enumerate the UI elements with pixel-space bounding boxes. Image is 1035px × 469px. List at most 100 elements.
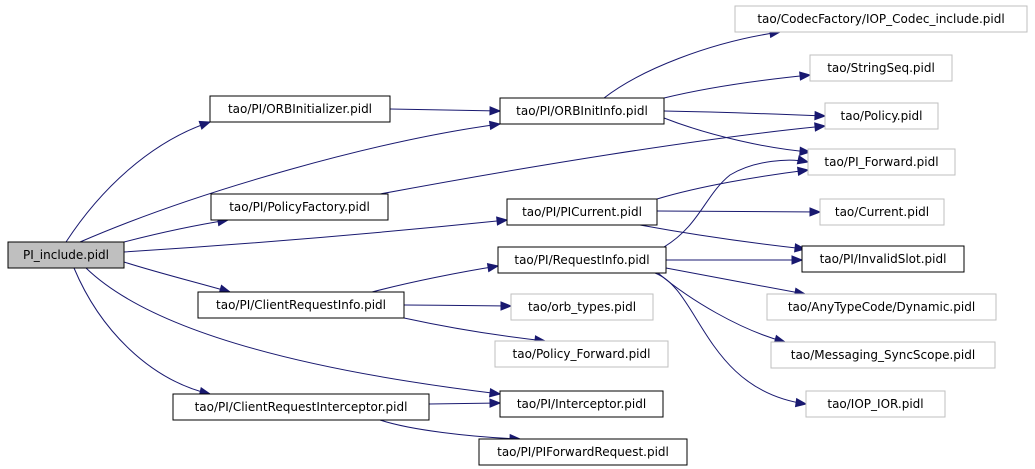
node-box bbox=[734, 5, 1028, 33]
edge-orbinitinfo-to-stringseq bbox=[663, 74, 811, 99]
node-orbinitinfo[interactable]: tao/PI/ORBInitInfo.pidl bbox=[499, 97, 665, 125]
node-label: tao/Current.pidl bbox=[835, 205, 929, 219]
node-box bbox=[494, 340, 669, 368]
arrowhead bbox=[489, 388, 502, 398]
arrowhead bbox=[496, 216, 509, 226]
node-label: tao/PI/ClientRequestInfo.pidl bbox=[216, 298, 386, 312]
node-box bbox=[209, 95, 391, 123]
node-box bbox=[824, 102, 939, 130]
node-label: tao/Policy_Forward.pidl bbox=[513, 347, 651, 361]
node-label: tao/PI/RequestInfo.pidl bbox=[514, 253, 649, 267]
arrowhead bbox=[809, 207, 822, 217]
node-invalidslot[interactable]: tao/PI/InvalidSlot.pidl bbox=[801, 245, 965, 273]
arrowhead bbox=[796, 155, 810, 165]
edge-clientrequestinterceptor-to-piforwardrequest bbox=[379, 419, 521, 440]
node-picurrent[interactable]: tao/PI/PICurrent.pidl bbox=[506, 198, 658, 226]
node-box bbox=[809, 54, 953, 82]
edge-picurrent-to-pi_forward bbox=[656, 169, 809, 200]
arrowhead bbox=[486, 262, 500, 273]
node-iop-codec-include: tao/CodecFactory/IOP_Codec_include.pidl bbox=[734, 5, 1028, 33]
arrowhead bbox=[488, 120, 502, 131]
node-current: tao/Current.pidl bbox=[819, 198, 945, 226]
node-label: tao/Policy.pidl bbox=[841, 109, 923, 123]
node-label: tao/CodecFactory/IOP_Codec_include.pidl bbox=[757, 12, 1004, 26]
node-box bbox=[801, 245, 965, 273]
edge-pi_include-to-orbinitinfo bbox=[79, 123, 501, 243]
node-policyfactory[interactable]: tao/PI/PolicyFactory.pidl bbox=[210, 193, 389, 221]
arrowhead bbox=[500, 301, 513, 311]
nodes-layer: PI_include.pidl tao/PI/ORBInitializer.pi… bbox=[7, 5, 1028, 466]
node-box bbox=[510, 293, 654, 321]
node-label: tao/PI/PICurrent.pidl bbox=[522, 205, 642, 219]
arrowhead bbox=[489, 398, 502, 408]
arrowhead bbox=[814, 110, 827, 121]
arrowhead bbox=[794, 243, 807, 253]
node-label: tao/Messaging_SyncScope.pidl bbox=[791, 348, 975, 362]
node-box bbox=[770, 341, 996, 369]
node-label: tao/PI/InvalidSlot.pidl bbox=[820, 252, 947, 266]
node-box bbox=[172, 393, 430, 421]
node-stringseq: tao/StringSeq.pidl bbox=[809, 54, 953, 82]
node-label: tao/PI/ORBInitInfo.pidl bbox=[516, 104, 648, 118]
node-clientrequestinfo[interactable]: tao/PI/ClientRequestInfo.pidl bbox=[197, 291, 405, 319]
node-orbinitializer[interactable]: tao/PI/ORBInitializer.pidl bbox=[209, 95, 391, 123]
edge-requestinfo-to-anytypecode bbox=[665, 267, 806, 295]
node-box bbox=[499, 97, 665, 125]
node-orb-types: tao/orb_types.pidl bbox=[510, 293, 654, 321]
node-piforwardrequest[interactable]: tao/PI/PIForwardRequest.pidl bbox=[478, 438, 688, 466]
arrowhead bbox=[489, 106, 502, 116]
edge-policyfactory-to-policy bbox=[379, 125, 826, 195]
node-pi-forward: tao/PI_Forward.pidl bbox=[807, 148, 956, 176]
node-label: tao/PI/PolicyFactory.pidl bbox=[229, 200, 370, 214]
edge-requestinfo-to-pi_forward bbox=[663, 159, 809, 248]
arrowhead bbox=[198, 120, 212, 130]
node-messaging-syncscope: tao/Messaging_SyncScope.pidl bbox=[770, 341, 996, 369]
edge-orbinitinfo-to-policy bbox=[663, 110, 826, 117]
node-iop-ior: tao/IOP_IOR.pidl bbox=[805, 390, 946, 418]
edge-orbinitinfo-to-iop_codec bbox=[603, 31, 781, 99]
node-box bbox=[478, 438, 688, 466]
arrowhead bbox=[799, 71, 812, 81]
edge-orbinitinfo-to-pi_forward bbox=[663, 117, 811, 153]
edge-pi_include-to-policyfactory bbox=[123, 219, 229, 243]
edge-pi_include-to-interceptor bbox=[85, 267, 501, 395]
node-label: tao/IOP_IOR.pidl bbox=[827, 397, 923, 411]
node-box bbox=[819, 198, 945, 226]
node-pi-include[interactable]: PI_include.pidl bbox=[7, 241, 125, 269]
node-box bbox=[197, 291, 405, 319]
node-box bbox=[7, 241, 125, 269]
arrowhead bbox=[796, 166, 810, 177]
node-interceptor[interactable]: tao/PI/Interceptor.pidl bbox=[499, 390, 664, 418]
node-label: tao/StringSeq.pidl bbox=[827, 61, 935, 75]
arrowhead bbox=[799, 146, 812, 156]
node-label: tao/PI/ORBInitializer.pidl bbox=[228, 102, 372, 116]
node-label: tao/orb_types.pidl bbox=[528, 300, 636, 314]
node-box bbox=[210, 193, 389, 221]
node-box bbox=[497, 246, 667, 274]
node-label: tao/PI/ClientRequestInterceptor.pidl bbox=[195, 400, 408, 414]
edge-requestinfo-to-iop_ior bbox=[654, 272, 807, 405]
node-label: tao/PI/PIForwardRequest.pidl bbox=[497, 445, 669, 459]
node-label: tao/PI/Interceptor.pidl bbox=[517, 397, 646, 411]
edge-pi_include-to-clientrequestinterceptor bbox=[73, 267, 211, 395]
edge-picurrent-to-current bbox=[656, 210, 821, 213]
node-box bbox=[766, 293, 997, 321]
node-label: tao/PI_Forward.pidl bbox=[824, 155, 938, 169]
edge-orbinitializer-to-orbinitinfo bbox=[389, 108, 501, 112]
edge-clientrequestinterceptor-to-interceptor bbox=[428, 402, 501, 405]
node-label: tao/AnyTypeCode/Dynamic.pidl bbox=[788, 300, 975, 314]
arrowhead bbox=[814, 122, 827, 132]
node-box bbox=[499, 390, 664, 418]
node-policy: tao/Policy.pidl bbox=[824, 102, 939, 130]
edge-pi_include-to-clientrequestinfo bbox=[123, 261, 231, 293]
node-clientrequestinterceptor[interactable]: tao/PI/ClientRequestInterceptor.pidl bbox=[172, 393, 430, 421]
edge-pi_include-to-orbinitializer bbox=[65, 121, 211, 243]
node-policy-forward: tao/Policy_Forward.pidl bbox=[494, 340, 669, 368]
node-box bbox=[807, 148, 956, 176]
node-requestinfo[interactable]: tao/PI/RequestInfo.pidl bbox=[497, 246, 667, 274]
node-anytypecode-dynamic: tao/AnyTypeCode/Dynamic.pidl bbox=[766, 293, 997, 321]
node-label: PI_include.pidl bbox=[23, 248, 109, 262]
arrowhead bbox=[794, 397, 808, 408]
edge-clientrequestinfo-to-policy_forward bbox=[403, 317, 546, 342]
